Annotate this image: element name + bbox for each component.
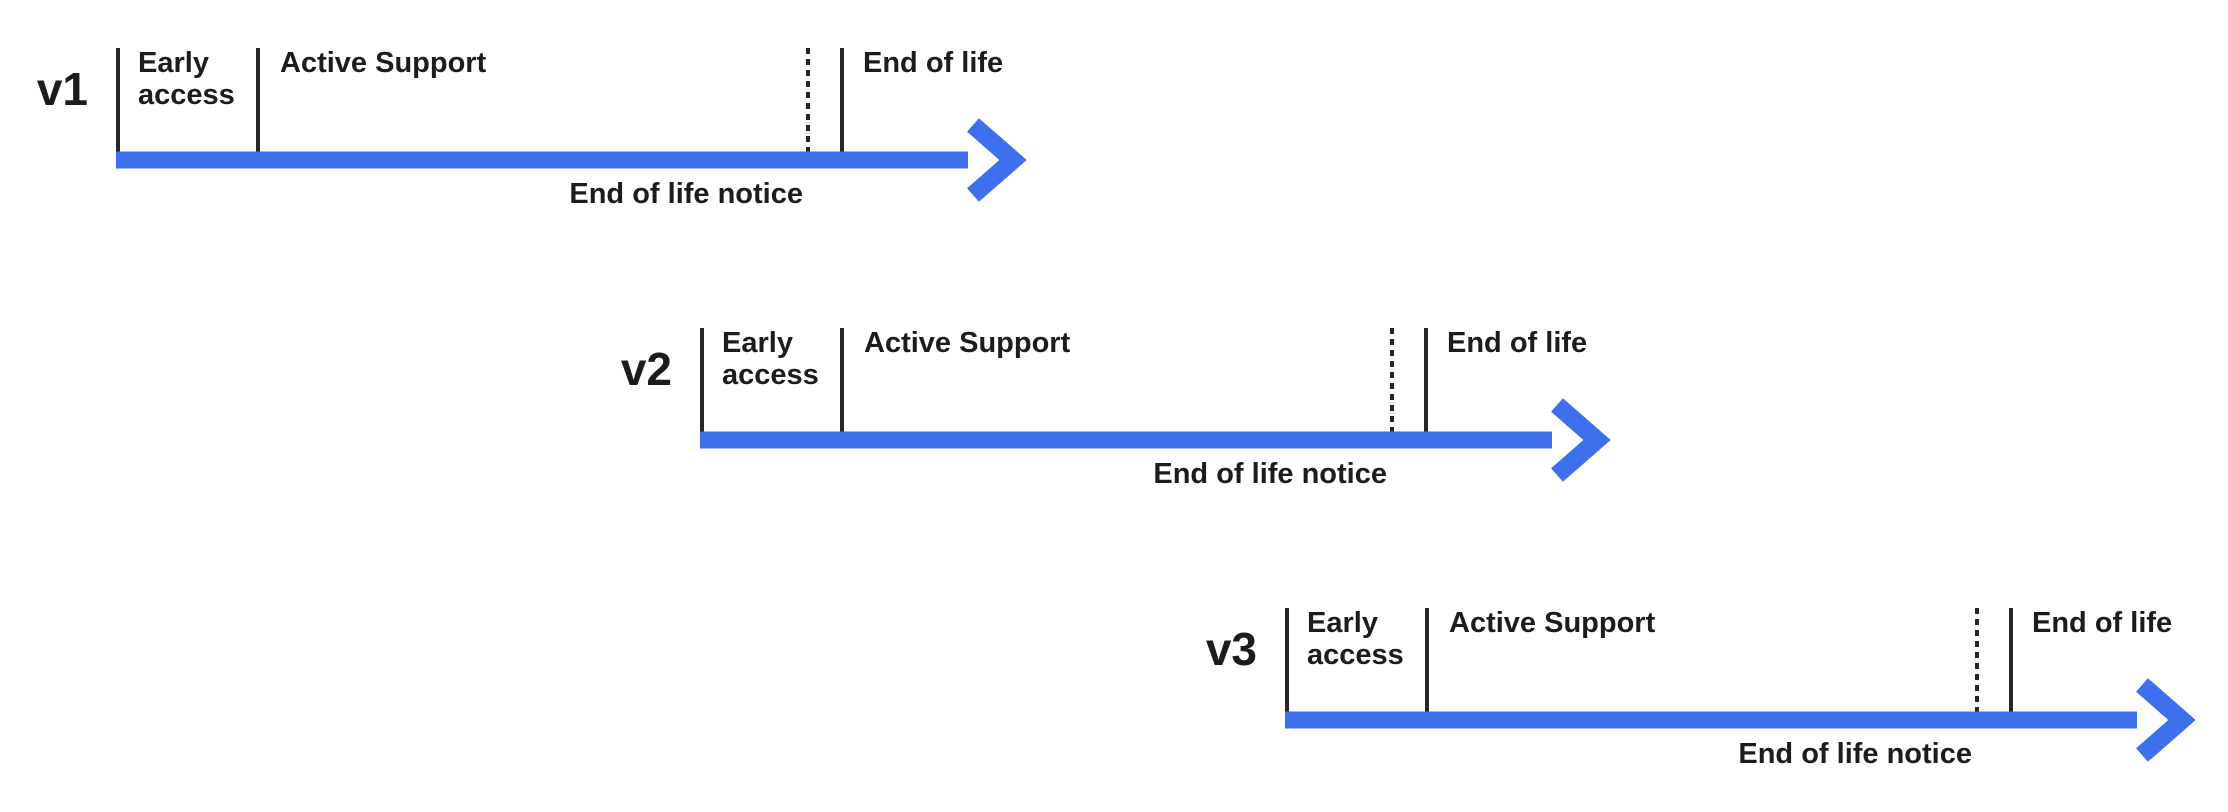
timeline-arrow-icon (1285, 678, 2196, 762)
version-label: v3 (1205, 623, 1257, 675)
active-support-start-tick (1425, 608, 1429, 712)
end-of-life-notice-label: End of life notice (1738, 738, 1972, 770)
end-of-life-tick (1424, 328, 1428, 432)
early-access-label: Early access (1307, 607, 1404, 671)
end-of-life-label: End of life (863, 47, 1004, 79)
end-of-life-notice-tick (806, 48, 810, 152)
early-access-label: Early access (138, 47, 235, 111)
version-label: v1 (36, 63, 88, 115)
timeline-arrow-icon (700, 398, 1611, 482)
active-support-label: Active Support (1449, 607, 1656, 639)
timeline-arrow-icon (116, 118, 1027, 202)
early-access-start-tick (116, 48, 120, 152)
end-of-life-label: End of life (2032, 607, 2173, 639)
end-of-life-tick (840, 48, 844, 152)
active-support-label: Active Support (864, 327, 1071, 359)
end-of-life-tick (2009, 608, 2013, 712)
active-support-label: Active Support (280, 47, 487, 79)
end-of-life-notice-tick (1975, 608, 1979, 712)
end-of-life-label: End of life (1447, 327, 1588, 359)
early-access-start-tick (700, 328, 704, 432)
version-label: v2 (620, 343, 672, 395)
early-access-label: Early access (722, 327, 819, 391)
active-support-start-tick (256, 48, 260, 152)
active-support-start-tick (840, 328, 844, 432)
early-access-start-tick (1285, 608, 1289, 712)
end-of-life-notice-tick (1390, 328, 1394, 432)
end-of-life-notice-label: End of life notice (569, 178, 803, 210)
end-of-life-notice-label: End of life notice (1153, 458, 1387, 490)
